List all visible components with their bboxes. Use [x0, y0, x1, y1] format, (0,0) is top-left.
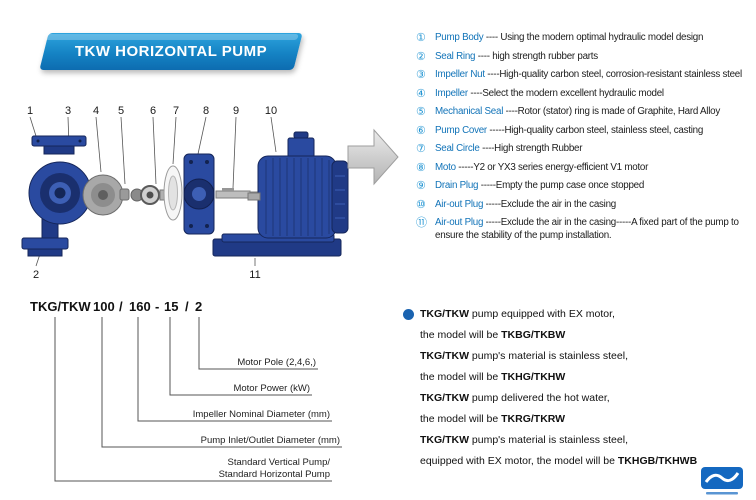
part-number-badge: ⑪: [416, 217, 427, 229]
parts-list-item: ⑥ Pump Cover -----High-quality carbon ste…: [416, 125, 750, 138]
part-number-badge: ④: [416, 87, 426, 100]
part-desc: -----Y2 or YX3 series energy-efficient V…: [455, 161, 649, 173]
part-desc: ---- high strength rubber parts: [475, 50, 598, 62]
part-desc: ----High-quality carbon steel, corrosion…: [484, 69, 742, 80]
part-desc: ---- Using the modern optimal hydraulic …: [483, 32, 704, 43]
parts-list: ① Pump Body ---- Using the modern optimal…: [416, 32, 750, 248]
part-number-badge: ②: [416, 50, 426, 63]
part-name: Seal Ring: [435, 50, 476, 62]
model-code-power: 15: [164, 299, 179, 314]
flow-arrow: [347, 128, 399, 186]
note-line: TKG/TKW pump delivered the hot water,: [420, 392, 610, 404]
code-label-standard-pump-1: Standard Vertical Pump/: [228, 457, 331, 468]
diagram-label-6: 6: [150, 105, 156, 117]
part-desc: -----Exclude the air in the casing: [483, 198, 617, 210]
diagram-label-10: 10: [265, 105, 277, 117]
parts-list-item: ③ Impeller Nut ----High-quality carbon st…: [416, 69, 750, 82]
code-label-standard-pump-2: Standard Horizontal Pump: [219, 469, 330, 480]
part-number-labels: 1 3 4 5 6 7 8 9 10 2 11: [27, 105, 277, 281]
part-number-badge: ⑥: [416, 124, 426, 137]
parts-list-item: ⑪ Air-out Plug -----Exclude the air in th…: [416, 217, 750, 242]
parts-list-item: ① Pump Body ---- Using the modern optimal…: [416, 32, 750, 45]
parts-list-item: ② Seal Ring ---- high strength rubber par…: [416, 51, 750, 64]
leader-lines: [29, 116, 277, 267]
part-desc: -----Exclude the air in the casing-----A…: [435, 217, 739, 241]
pump-body-shape: [21, 135, 92, 257]
part-number-badge: ⑦: [416, 143, 426, 155]
model-variant-notes: TKG/TKW pump equipped with EX motor, the…: [420, 304, 748, 472]
part-name: Air-out Plug: [435, 217, 484, 228]
parts-list-item: ④ Impeller ----Select the modern excellen…: [416, 88, 750, 101]
part-desc: -----High-quality carbon steel, stainles…: [486, 124, 704, 136]
seal-circle-shape: [163, 165, 183, 221]
part-name: Pump Body: [435, 32, 484, 43]
part-number-badge: ①: [416, 32, 426, 44]
diagram-label-8: 8: [203, 105, 209, 117]
model-code-pole: 2: [195, 299, 203, 314]
model-code-lines: Motor Pole (2,4,6,) Motor Power (kW) Imp…: [54, 317, 342, 482]
model-code-impeller: 160: [129, 299, 151, 314]
parts-list-item: ⑨ Drain Plug -----Empty the pump case onc…: [416, 180, 750, 193]
part-name: Air-out Plug: [435, 198, 484, 210]
parts-list-item: ⑩ Air-out Plug -----Exclude the air in th…: [416, 199, 750, 212]
parts-list-item: ⑦ Seal Circle ----High strength Rubber: [416, 143, 750, 156]
part-number-badge: ③: [416, 69, 426, 81]
diagram-label-3: 3: [65, 105, 71, 117]
pump-exploded-diagram: 1 3 4 5 6 7 8 9 10 2 11: [21, 105, 349, 281]
note-line: the model will be TKBG/TKBW: [420, 329, 566, 341]
diagram-label-2: 2: [33, 269, 39, 281]
motor-shape: [212, 131, 349, 257]
part-number-badge: ⑨: [416, 180, 426, 192]
part-name: Impeller Nut: [435, 69, 485, 80]
part-desc: -----Empty the pump case once stopped: [478, 180, 645, 191]
part-name: Impeller: [435, 87, 468, 99]
diagram-label-4: 4: [93, 105, 99, 117]
part-number-badge: ⑧: [416, 161, 426, 174]
part-name: Seal Circle: [435, 143, 480, 154]
note-line: equipped with EX motor, the model will b…: [420, 455, 698, 467]
part-number-badge: ⑤: [416, 106, 426, 118]
part-name: Drain Plug: [435, 180, 479, 191]
note-line: TKG/TKW pump's material is stainless ste…: [420, 434, 628, 446]
code-label-impeller-diameter: Impeller Nominal Diameter (mm): [193, 409, 330, 420]
bullet-dot-icon: [403, 309, 414, 320]
model-code-slash-2: /: [185, 299, 189, 314]
part-name: Pump Cover: [435, 124, 487, 136]
code-label-inlet-outlet: Pump Inlet/Outlet Diameter (mm): [201, 435, 340, 446]
part-name: Mechanical Seal: [435, 106, 504, 117]
impeller-shape: [82, 174, 124, 216]
page-title: TKW HORIZONTAL PUMP: [74, 43, 268, 60]
note-line: the model will be TKHG/TKHW: [420, 371, 566, 383]
parts-list-item: ⑤ Mechanical Seal ----Rotor (stator) ring…: [416, 106, 750, 119]
part-desc: ----Rotor (stator) ring is made of Graph…: [503, 106, 721, 117]
diagram-label-11: 11: [249, 269, 260, 281]
model-code-dash: -: [155, 299, 160, 314]
diagram-label-1: 1: [27, 105, 33, 117]
diagram-label-5: 5: [118, 105, 124, 117]
pump-cover-shape: [183, 153, 215, 235]
note-line: TKG/TKW pump equipped with EX motor,: [420, 308, 615, 320]
part-number-badge: ⑩: [416, 198, 426, 211]
model-code-slash-1: /: [119, 299, 123, 314]
mechanical-seal-shape: [119, 185, 166, 205]
diagram-label-9: 9: [233, 105, 239, 117]
note-line: TKG/TKW pump's material is stainless ste…: [420, 350, 628, 362]
note-line: the model will be TKRG/TKRW: [420, 413, 566, 425]
code-label-motor-pole: Motor Pole (2,4,6,): [237, 357, 316, 368]
diagram-label-7: 7: [173, 105, 179, 117]
model-code-inlet: 100: [93, 299, 115, 314]
part-desc: ----High strength Rubber: [479, 143, 583, 154]
model-code-series: TKG/TKW: [30, 299, 91, 314]
part-desc: ----Select the modern excellent hydrauli…: [467, 87, 664, 99]
brand-logo: [700, 466, 744, 500]
parts-list-item: ⑧ Moto -----Y2 or YX3 series energy-effic…: [416, 162, 750, 175]
part-name: Moto: [435, 161, 456, 173]
code-label-motor-power: Motor Power (kW): [233, 383, 310, 394]
model-code-diagram: Motor Pole (2,4,6,) Motor Power (kW) Imp…: [0, 295, 400, 500]
